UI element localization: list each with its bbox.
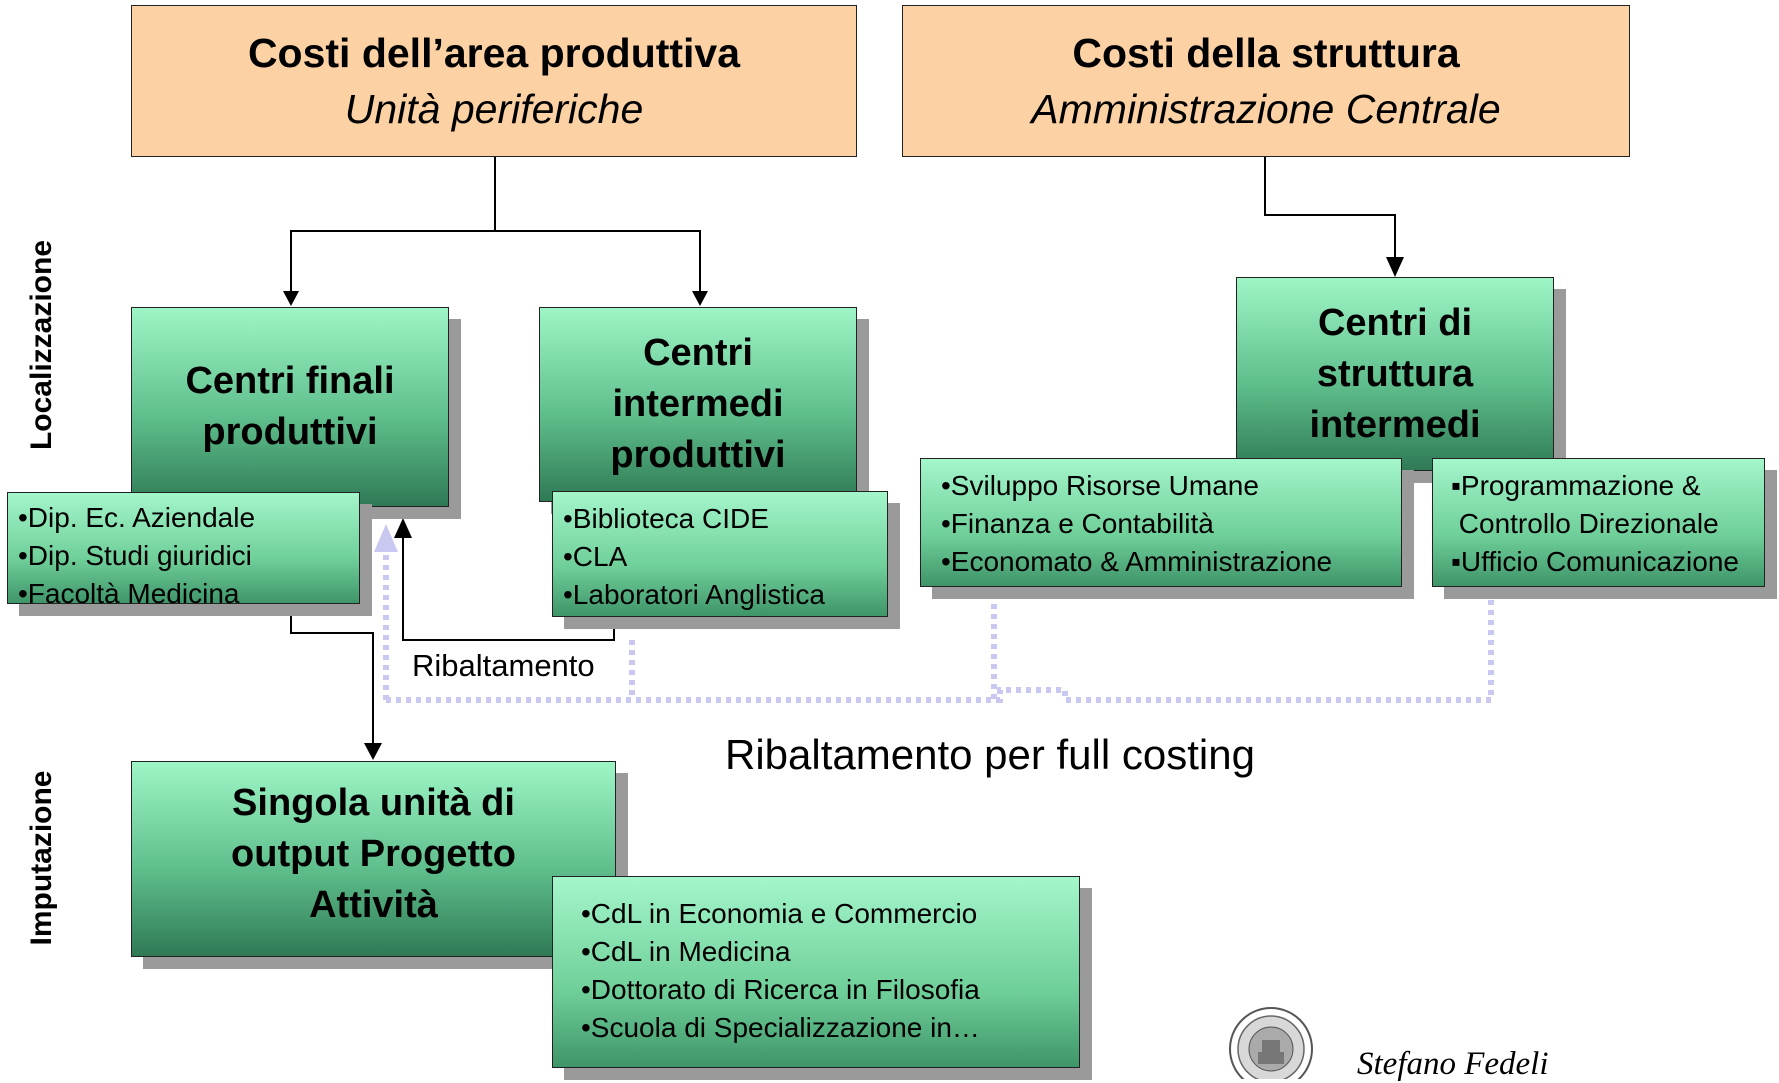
- list-item: •Facoltà Medicina: [18, 578, 240, 609]
- centri-intermedi-title: Centri intermedi produttivi: [610, 332, 786, 476]
- singola-unita-title: Singola unità di output Progetto Attivit…: [231, 781, 516, 926]
- list-item: •Scuola di Specializzazione in…: [581, 1012, 980, 1043]
- label-localizzazione: Localizzazione: [25, 239, 58, 451]
- list-item: •Sviluppo Risorse Umane: [941, 470, 1259, 501]
- list-item: •Dip. Studi giuridici: [18, 540, 252, 571]
- label-ribaltamento-full-costing: Ribaltamento per full costing: [725, 731, 1255, 778]
- box-area-produttiva: Costi dell’area produttiva Unità perifer…: [131, 5, 857, 157]
- list-item: •Laboratori Anglistica: [563, 579, 825, 610]
- list-item: •Dottorato di Ricerca in Filosofia: [581, 974, 980, 1005]
- list-item: •CLA: [563, 541, 628, 572]
- box-centri-finali: Centri finali produttivi: [131, 307, 449, 507]
- connector-area-split: [290, 157, 701, 300]
- struttura-subtitle: Amministrazione Centrale: [1031, 86, 1501, 132]
- list-item: •Dip. Ec. Aziendale: [18, 502, 256, 533]
- list-singola-unita: •CdL in Economia e Commercio •CdL in Med…: [552, 876, 1080, 1068]
- list-item: •CdL in Economia e Commercio: [581, 898, 978, 929]
- centri-struttura-title: Centri di struttura intermedi: [1309, 301, 1481, 446]
- list-item: •Biblioteca CIDE: [563, 503, 769, 534]
- struttura-title: Costi della struttura: [1072, 30, 1460, 76]
- list-centri-intermedi: •Biblioteca CIDE •CLA •Laboratori Anglis…: [552, 491, 888, 617]
- label-ribaltamento: Ribaltamento: [410, 648, 597, 684]
- list-item: ▪Ufficio Comunicazione: [1451, 546, 1739, 577]
- list-item: •Economato & Amministrazione: [941, 546, 1333, 577]
- box-singola-unita: Singola unità di output Progetto Attivit…: [131, 761, 616, 957]
- connector-imputazione: [290, 612, 374, 745]
- box-centri-intermedi: Centri intermedi produttivi: [539, 307, 857, 502]
- label-imputazione: Imputazione: [25, 770, 58, 946]
- list-item: ▪Programmazione &: [1451, 470, 1701, 501]
- list-centri-finali: •Dip. Ec. Aziendale •Dip. Studi giuridic…: [7, 492, 360, 609]
- list-item: Controllo Direzionale: [1451, 508, 1719, 539]
- list-centri-struttura-left: •Sviluppo Risorse Umane •Finanza e Conta…: [920, 458, 1402, 587]
- connector-struttura: [1264, 157, 1396, 262]
- centri-finali-title: Centri finali produttivi: [185, 360, 395, 453]
- list-centri-struttura-right: ▪Programmazione & Controllo Direzionale …: [1432, 458, 1765, 587]
- list-item: •CdL in Medicina: [581, 936, 791, 967]
- area-produttiva-title: Costi dell’area produttiva: [247, 30, 741, 76]
- author-name: Stefano Fedeli: [1357, 1046, 1549, 1082]
- list-item: •Finanza e Contabilità: [941, 508, 1214, 539]
- box-struttura: Costi della struttura Amministrazione Ce…: [902, 5, 1630, 157]
- box-centri-struttura: Centri di struttura intermedi: [1236, 277, 1554, 471]
- connector-ribaltamento: [402, 530, 615, 641]
- dotted-full-costing: [383, 540, 1494, 703]
- area-produttiva-subtitle: Unità periferiche: [344, 86, 644, 132]
